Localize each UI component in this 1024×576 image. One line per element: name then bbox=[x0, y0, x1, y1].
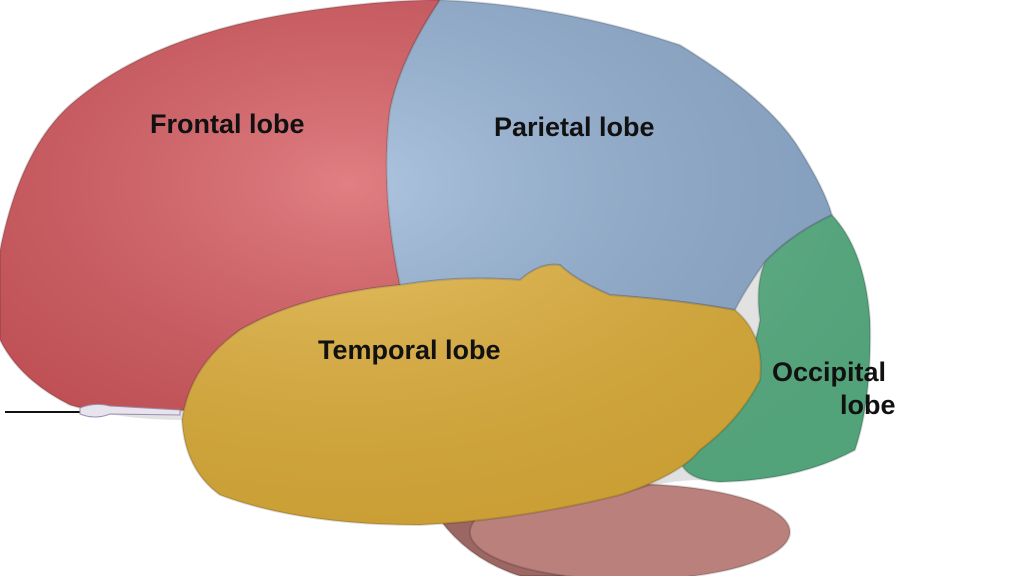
olfactory-bulb bbox=[79, 403, 181, 418]
occipital-lobe-label-line1: Occipital bbox=[772, 357, 887, 387]
occipital-lobe-label-line2: lobe bbox=[840, 390, 896, 420]
temporal-lobe-label: Temporal lobe bbox=[318, 335, 501, 365]
parietal-lobe-label: Parietal lobe bbox=[494, 112, 655, 142]
frontal-lobe-label: Frontal lobe bbox=[150, 109, 305, 139]
